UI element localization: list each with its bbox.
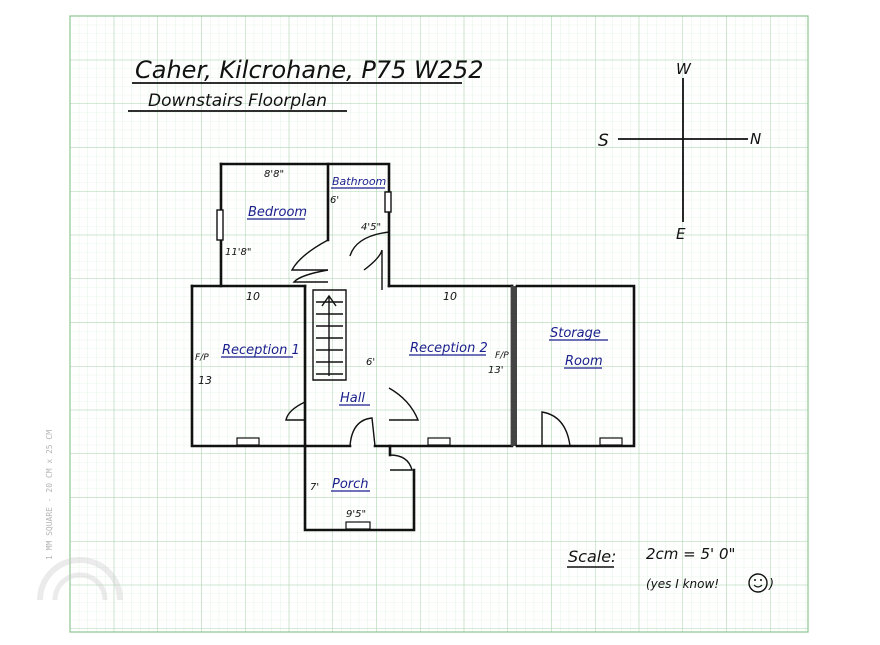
walls [190, 162, 636, 532]
svg-text:): ) [768, 577, 774, 592]
reception2-width: 10 [443, 290, 457, 303]
page-title: Caher, Kilcrohane, P75 W252 [135, 56, 484, 84]
compass-north: N [750, 130, 761, 148]
scale-block: Scale: 2cm = 5' 0" (yes I know! ) [567, 545, 774, 593]
bathroom-dim-a: 6' [330, 195, 339, 206]
bedroom-label: Bedroom [248, 205, 307, 220]
reception1-width: 10 [246, 290, 260, 303]
porch-depth: 7' [310, 482, 319, 493]
bedroom-width: 8'8" [264, 169, 284, 180]
smiley-icon [748, 573, 768, 593]
scale-value: 2cm = 5' 0" [646, 545, 735, 563]
scale-label: Scale: [568, 547, 616, 566]
porch-label: Porch [332, 477, 369, 492]
bedroom-depth: 11'8" [225, 247, 251, 258]
room-labels: 8'8" Bedroom 11'8" Bathroom 6' 4'5" 10 F… [195, 169, 608, 520]
hall-label: Hall [340, 391, 365, 406]
doors [285, 231, 571, 471]
reception2-fireplace: F/P [495, 351, 509, 361]
title-block: Caher, Kilcrohane, P75 W252 Downstairs F… [128, 56, 484, 112]
fixtures [216, 191, 623, 530]
storage-label-2: Room [565, 354, 603, 369]
staircase [316, 294, 343, 376]
watermark-logo [37, 557, 123, 601]
hall-width: 6' [366, 357, 375, 368]
compass-west: W [676, 60, 692, 78]
compass-south: S [598, 131, 609, 151]
reception1-fireplace: F/P [195, 353, 209, 363]
compass-east: E [676, 225, 686, 243]
page-subtitle: Downstairs Floorplan [148, 91, 327, 111]
bathroom-dim-b: 4'5" [361, 222, 381, 233]
compass: W E S N [598, 60, 761, 243]
paper-side-text: 1 MM SQUARE - 20 CM x 25 CM [45, 430, 54, 560]
reception1-label: Reception 1 [222, 343, 300, 358]
reception2-label: Reception 2 [410, 341, 488, 356]
bathroom-label: Bathroom [332, 175, 386, 188]
storage-label-1: Storage [550, 326, 601, 341]
reception2-depth: 13' [488, 365, 503, 376]
scale-note: (yes I know! [646, 577, 719, 591]
graph-paper [69, 15, 809, 633]
porch-width: 9'5" [346, 509, 366, 520]
reception1-depth: 13 [198, 374, 212, 387]
